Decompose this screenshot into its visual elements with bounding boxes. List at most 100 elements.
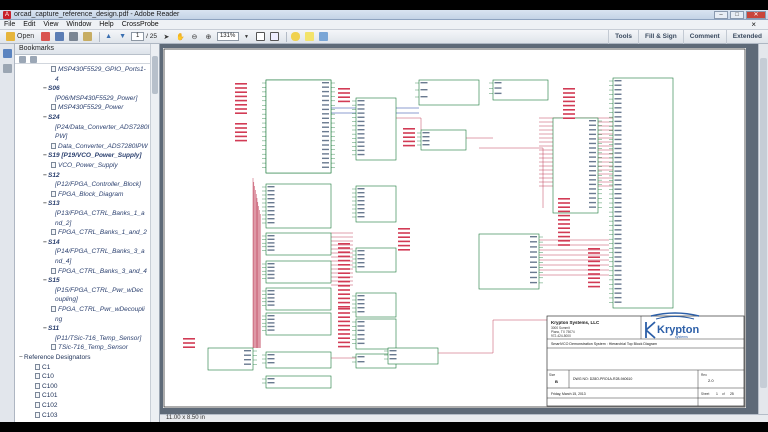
menu-edit[interactable]: Edit xyxy=(23,21,36,28)
collapse-icon[interactable]: − xyxy=(43,85,47,93)
bookmark-item[interactable]: VCO_Power_Supply xyxy=(51,162,118,169)
create-pdf-button[interactable] xyxy=(40,31,51,42)
fill-sign-button[interactable]: Fill & Sign xyxy=(637,30,683,44)
delete-bookmark-icon[interactable] xyxy=(30,55,37,63)
open-button[interactable]: Open xyxy=(3,31,37,42)
maximize-button[interactable]: □ xyxy=(730,11,744,19)
bookmark-item[interactable]: −S15 xyxy=(43,277,60,284)
bookmarks-panel-icon[interactable] xyxy=(2,49,12,58)
bookmark-item[interactable]: −S06 xyxy=(43,85,60,92)
fit-page-button[interactable] xyxy=(255,31,266,42)
bookmark-item[interactable]: −Reference Designators xyxy=(19,354,90,361)
reference-designator-item[interactable]: C102 xyxy=(35,402,58,409)
extended-button[interactable]: Extended xyxy=(725,30,768,44)
next-page-button[interactable]: ▼ xyxy=(117,31,128,42)
title-bar: A orcad_capture_reference_design.pdf - A… xyxy=(0,10,768,20)
menu-help[interactable]: Help xyxy=(99,21,114,28)
document-scrollbar[interactable] xyxy=(758,44,768,414)
document-scroll-thumb[interactable] xyxy=(760,58,767,388)
bookmarks-scrollbar[interactable] xyxy=(150,44,159,422)
bookmark-item[interactable]: −S24 xyxy=(43,114,60,121)
minimize-button[interactable]: – xyxy=(714,11,728,19)
bookmark-item[interactable]: nd_2] xyxy=(55,220,71,227)
bookmark-label: TSic-716_Temp_Sensor xyxy=(58,344,128,352)
bookmark-item[interactable]: [P15/FPGA_CTRL_Pwr_wDec xyxy=(55,287,143,294)
bookmark-item[interactable]: FPGA_CTRL_Pwr_wDecoupli xyxy=(51,306,145,313)
misc-block-1 xyxy=(355,247,397,273)
comment-button[interactable] xyxy=(290,31,301,42)
zoom-out-button[interactable]: ⊖ xyxy=(189,31,200,42)
menu-view[interactable]: View xyxy=(43,21,59,28)
collapse-icon[interactable]: − xyxy=(43,171,47,179)
bookmark-item[interactable]: nd_4] xyxy=(55,258,71,265)
attachments-panel-icon[interactable] xyxy=(2,64,12,73)
reference-designator-item[interactable]: C10 xyxy=(35,373,54,380)
scroll-thumb[interactable] xyxy=(152,56,158,94)
bookmark-item[interactable]: Data_Converter_ADS7280IPW xyxy=(51,142,148,150)
menu-crossprobe[interactable]: CrossProbe xyxy=(121,21,159,28)
bookmark-item[interactable]: −S13 xyxy=(43,200,60,207)
bookmark-item[interactable]: ng xyxy=(55,316,62,323)
select-tool-button[interactable]: ➤ xyxy=(161,31,172,42)
close-button[interactable]: ✕ xyxy=(746,11,766,19)
block-a xyxy=(265,232,332,256)
close-document-icon[interactable]: × xyxy=(751,20,756,29)
bookmark-item[interactable]: −S11 xyxy=(43,325,59,332)
bookmark-label: oupling] xyxy=(55,296,78,304)
collapse-icon[interactable]: − xyxy=(43,114,47,121)
zoom-dropdown-button[interactable]: ▼ xyxy=(241,31,252,42)
cursor-icon: ➤ xyxy=(163,33,170,41)
menu-window[interactable]: Window xyxy=(66,21,92,28)
fit-width-button[interactable] xyxy=(269,31,280,42)
pdf-page[interactable]: Krypton Systems, LLC 3000 Summit Plano, … xyxy=(163,48,746,408)
zoom-in-button[interactable]: ⊕ xyxy=(203,31,214,42)
bookmark-item[interactable]: oupling] xyxy=(55,296,78,303)
hand-tool-button[interactable]: ✋ xyxy=(175,31,186,42)
collapse-icon[interactable]: − xyxy=(43,200,47,208)
bookmark-item[interactable]: [P12/FPGA_Controller_Block] xyxy=(55,181,141,188)
menu-file[interactable]: File xyxy=(4,21,16,28)
bookmark-item[interactable]: FPGA_CTRL_Banks_3_and_4 xyxy=(51,267,147,275)
save-button[interactable] xyxy=(54,31,65,42)
bookmark-item[interactable]: −S12 xyxy=(43,172,60,179)
sign-button[interactable] xyxy=(318,31,329,42)
reference-designator-item[interactable]: C1 xyxy=(35,363,50,371)
reference-designator-item[interactable]: C103 xyxy=(35,411,58,419)
bookmark-label: ng xyxy=(55,315,63,323)
bookmark-item[interactable]: FPGA_CTRL_Banks_1_and_2 xyxy=(51,229,147,236)
bookmark-item[interactable]: −S14 xyxy=(43,239,60,246)
previous-page-button[interactable]: ▲ xyxy=(103,31,114,42)
collapse-icon[interactable]: − xyxy=(43,152,47,160)
bookmark-item[interactable]: MSP430F5529_GPIO_Ports1- xyxy=(51,66,146,73)
collapse-icon[interactable]: − xyxy=(19,354,23,361)
block-c xyxy=(265,287,332,311)
bookmark-item[interactable]: TSic-716_Temp_Sensor xyxy=(51,344,128,351)
bookmark-item[interactable]: PW] xyxy=(55,133,67,140)
reference-designator-item[interactable]: C101 xyxy=(35,392,58,399)
collapse-icon[interactable]: − xyxy=(43,238,47,246)
page-number-input[interactable]: 1 xyxy=(131,32,145,41)
bookmark-item[interactable]: [P13/FPGA_CTRL_Banks_1_a xyxy=(55,210,145,217)
email-button[interactable] xyxy=(82,31,93,42)
bookmark-item[interactable]: MSP430F5529_Power xyxy=(51,104,123,111)
collapse-icon[interactable]: − xyxy=(43,277,47,285)
highlight-button[interactable] xyxy=(304,31,315,42)
bookmark-label: nd_4] xyxy=(55,258,72,265)
bookmark-item[interactable]: −S19 [P19/VCO_Power_Supply] xyxy=(43,152,142,159)
bookmark-item[interactable]: [P14/FPGA_CTRL_Banks_3_a xyxy=(55,248,145,255)
bookmark-item[interactable]: [P06/MSP430F5529_Power] xyxy=(55,95,137,102)
page-bookmark-icon xyxy=(51,267,56,274)
zoom-level-select[interactable]: 131% xyxy=(216,32,239,41)
comment-pane-button[interactable]: Comment xyxy=(682,30,726,44)
tools-button[interactable]: Tools xyxy=(608,30,638,44)
collapse-icon[interactable]: − xyxy=(43,325,47,333)
reference-designator-item[interactable]: C100 xyxy=(35,382,58,390)
bookmark-label: [P12/FPGA_Controller_Block] xyxy=(55,181,141,189)
bookmark-item[interactable]: [P11/TSic-716_Temp_Sensor] xyxy=(55,335,141,342)
options-icon[interactable] xyxy=(19,55,26,63)
bookmark-item[interactable]: [P24/Data_Converter_ADS7280I xyxy=(55,124,149,131)
print-button[interactable] xyxy=(68,31,79,42)
bookmark-item[interactable]: FPGA_Block_Diagram xyxy=(51,190,123,198)
bookmark-item[interactable]: 4 xyxy=(55,76,59,83)
